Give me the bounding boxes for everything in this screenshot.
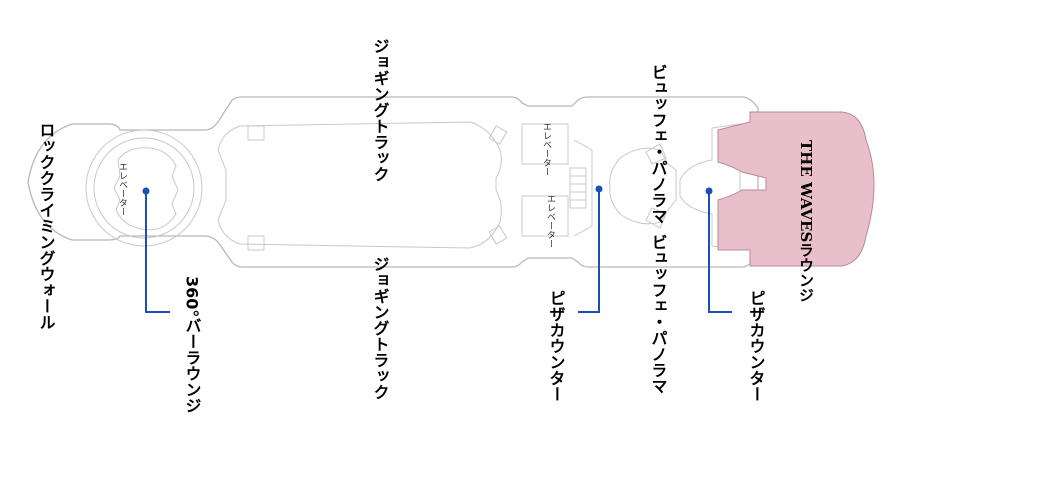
label-elevator-forward: エレベーター [117, 162, 128, 216]
stairs-fwd-bottom [247, 235, 265, 251]
elevator-block-top [521, 123, 569, 165]
stairs-aft-top [488, 125, 508, 145]
elevator-block-bottom [521, 195, 569, 237]
label-pizza-counter-aft: ピザカウンター [747, 290, 766, 402]
jogging-deck-outline [217, 121, 502, 249]
pizza-aft-leader-line [708, 191, 732, 313]
ship-hull-outline [27, 96, 759, 268]
bar360-leader-line [145, 191, 170, 313]
label-buffet-panorama-top: ビュッフェ・パノラマ [649, 64, 668, 224]
label-360-bar-lounge: 360°バーラウンジ [183, 276, 202, 413]
label-elevator-mid-top: エレベーター [541, 122, 552, 176]
buffet-fan-top [645, 143, 667, 165]
pizza-mid-leader-line [578, 189, 600, 313]
label-the-waves-lounge: THE WAVESラウンジ [797, 140, 815, 303]
buffet-fan-bottom [645, 207, 667, 229]
label-jogging-track-top: ジョギングトラック [371, 38, 390, 182]
label-jogging-track-bottom: ジョギングトラック [371, 256, 390, 400]
bar360-mid-ring [93, 137, 195, 239]
stairs-fwd-top [247, 125, 265, 141]
label-buffet-panorama-bottom: ビュッフェ・パノラマ [649, 234, 668, 394]
bar360-inner-shape [113, 147, 179, 231]
waves-lounge-area [717, 111, 875, 267]
bar360-outer-ring [85, 129, 203, 247]
corridor-mid [573, 139, 593, 237]
label-rock-climbing-wall: ロッククライミングウォール [37, 122, 56, 330]
stair-mid [569, 167, 587, 209]
label-pizza-counter-mid: ピザカウンター [547, 290, 566, 402]
stairs-aft-bottom [488, 225, 508, 245]
label-elevator-mid-bottom: エレベーター [545, 194, 556, 248]
